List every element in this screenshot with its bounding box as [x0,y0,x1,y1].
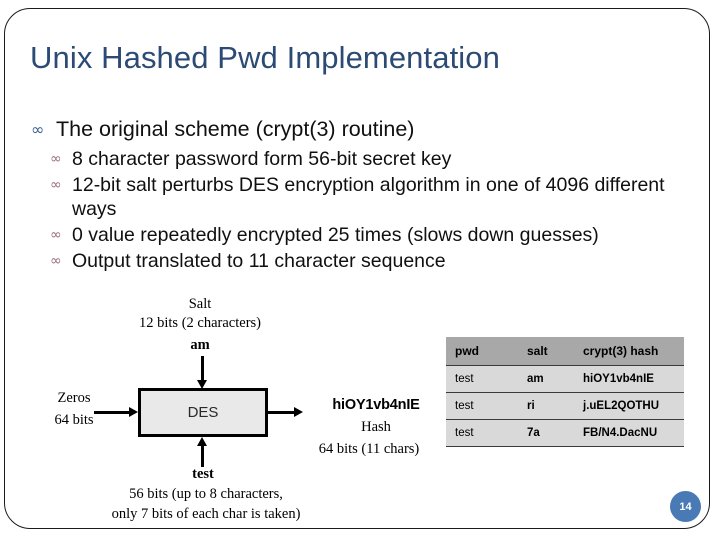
zeros-bits-label: 64 bits [54,412,94,428]
table-header-salt: salt [518,337,574,366]
table-cell-salt: am [518,365,574,393]
salt-arrow-shaft [201,356,204,381]
des-block: DES [138,388,268,437]
table-cell-salt: 7a [518,419,574,447]
bullet-marker-icon: ∞ [50,227,62,244]
page-number-badge: 14 [670,491,701,522]
bullet-level2-item: ∞ 8 character password form 56-bit secre… [50,147,698,172]
password-note-line2: only 7 bits of each char is taken) [111,506,301,522]
salt-bits-label: 12 bits (2 characters) [139,315,261,331]
salt-value: am [190,337,210,353]
crypt-examples-table: pwd salt crypt(3) hash test am hiOY1vb4n… [446,337,684,447]
bullet-marker-icon: ∞ [50,252,62,269]
table-header-hash: crypt(3) hash [574,337,684,366]
bullet-level2-item: ∞ Output translated to 11 character sequ… [50,249,698,274]
password-arrow-head-icon [196,437,207,446]
table-cell-pwd: test [446,365,518,393]
table-cell-hash: FB/N4.DacNU [574,419,684,447]
des-block-label: DES [187,404,219,421]
table-header-row: pwd salt crypt(3) hash [446,337,684,366]
table-header-pwd: pwd [446,337,518,366]
des-crypt-diagram: Salt 12 bits (2 characters) am Zeros 64 … [30,296,450,536]
table-row: test am hiOY1vb4nIE [446,365,684,393]
bullet-level2-text: 0 value repeatedly encrypted 25 times (s… [72,224,599,247]
page-title: Unix Hashed Pwd Implementation [30,40,500,75]
zeros-arrow-shaft [94,411,130,414]
bullet-level2-text: Output translated to 11 character sequen… [72,249,446,272]
salt-label: Salt [188,296,212,312]
table-row: test 7a FB/N4.DacNU [446,419,684,447]
bullet-list: ∞ The original scheme (crypt(3) routine)… [30,116,698,275]
table-cell-salt: ri [518,392,574,420]
bullet-marker-icon: ∞ [50,150,62,167]
table-cell-pwd: test [446,392,518,420]
bullet-level2-text: 8 character password form 56-bit secret … [72,147,452,170]
hash-word-label: Hash [361,419,391,435]
bullet-level2-item: ∞ 12-bit salt perturbs DES encryption al… [50,173,698,223]
bullet-level2-item: ∞ 0 value repeatedly encrypted 25 times … [50,223,698,248]
table-cell-pwd: test [446,419,518,447]
table-cell-hash: j.uEL2QOTHU [574,392,684,420]
hash-arrow-shaft [268,411,295,414]
hash-bits-label: 64 bits (11 chars) [318,441,420,457]
password-note-line1: 56 bits (up to 8 characters, [129,486,283,502]
bullet-level2-text: 12-bit salt perturbs DES encryption algo… [72,173,665,221]
password-arrow-shaft [201,445,204,467]
zeros-arrow-head-icon [129,406,138,417]
bullet-marker-icon: ∞ [50,176,62,193]
zeros-label: Zeros [57,390,91,406]
hash-arrow-head-icon [294,406,303,417]
hash-value: hiOY1vb4nIE [332,397,420,413]
bullet-level1-item: ∞ The original scheme (crypt(3) routine) [30,116,698,144]
table-row: test ri j.uEL2QOTHU [446,392,684,420]
bullet-level1-text: The original scheme (crypt(3) routine) [56,117,415,141]
salt-arrow-head-icon [196,380,207,389]
bullet-marker-icon: ∞ [31,120,45,139]
password-value: test [192,466,214,482]
table-cell-hash: hiOY1vb4nIE [574,365,684,393]
